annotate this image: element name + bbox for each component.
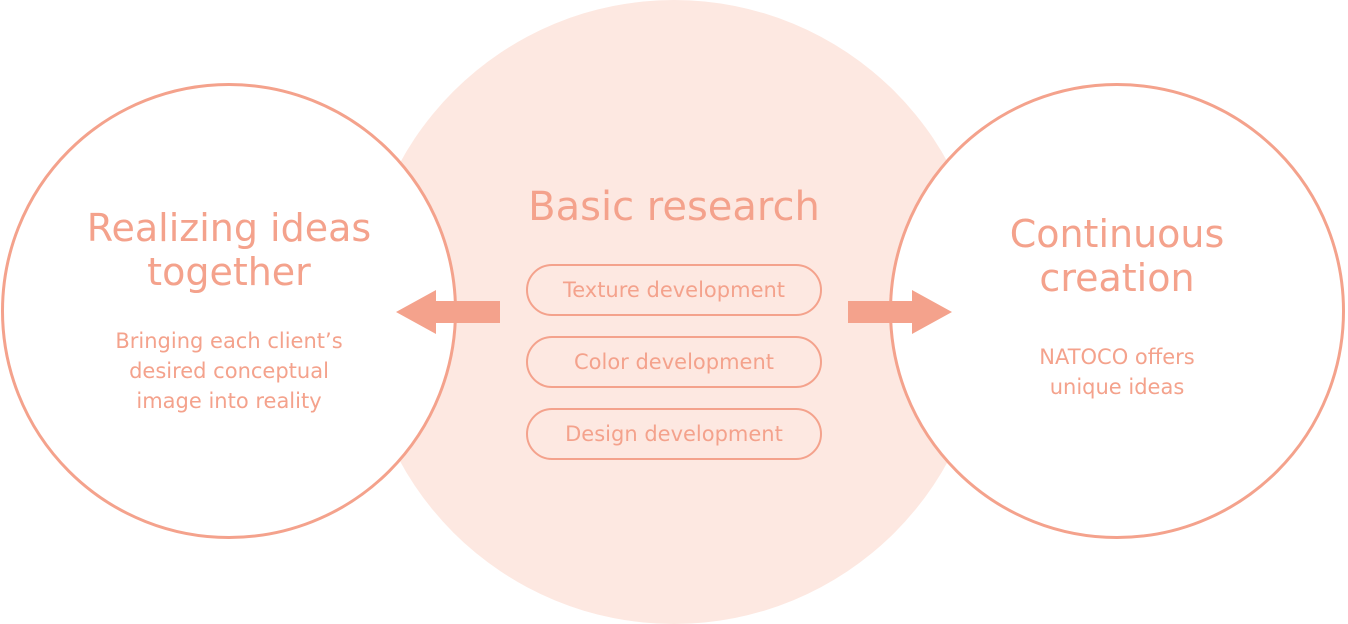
continuous-creation-title: Continuous creation: [1009, 212, 1225, 300]
realizing-ideas-circle: Realizing ideas together Bringing each c…: [1, 83, 457, 539]
research-items: Texture development Color development De…: [526, 264, 822, 480]
realizing-ideas-title: Realizing ideas together: [86, 206, 372, 294]
continuous-creation-circle: Continuous creation NATOCO offers unique…: [889, 83, 1345, 539]
basic-research-title: Basic research: [528, 184, 820, 230]
pill-design-development: Design development: [526, 408, 822, 460]
arrow-right-icon: [848, 290, 952, 334]
continuous-creation-description: NATOCO offers unique ideas: [1039, 345, 1195, 399]
arrow-left-icon: [396, 290, 500, 334]
pill-texture-development: Texture development: [526, 264, 822, 316]
pill-color-development: Color development: [526, 336, 822, 388]
realizing-ideas-description: Bringing each client’s desired conceptua…: [115, 329, 343, 413]
